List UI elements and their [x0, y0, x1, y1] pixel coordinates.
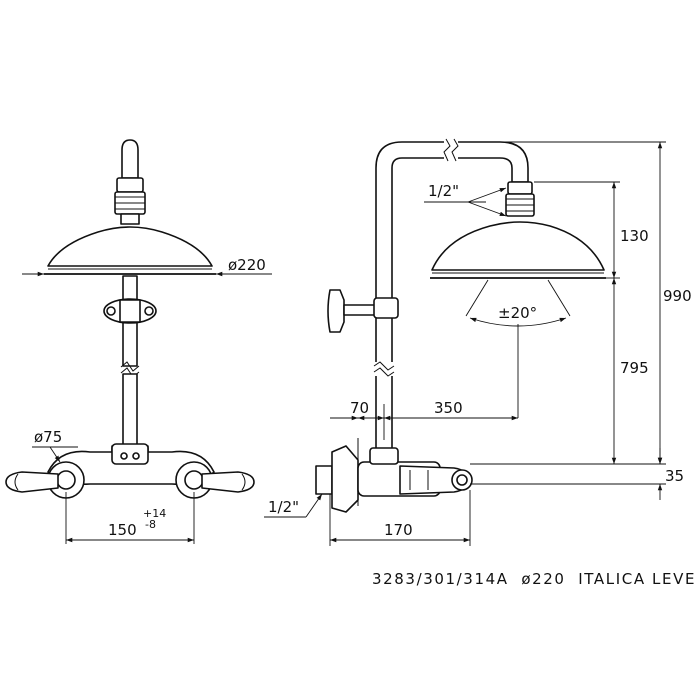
- side-mixer-shroud: [331, 445, 359, 513]
- side-diverter-collar: [369, 447, 399, 465]
- side-slide-clamp: [373, 297, 399, 319]
- side-arm-break: [443, 138, 451, 162]
- front-diverter: [111, 443, 149, 465]
- dim-mixer-height-label: 35: [665, 467, 684, 485]
- dim-centres-tol-lower: -8: [145, 518, 156, 531]
- front-riser-lower: [122, 373, 138, 451]
- side-riser-break: [373, 361, 395, 371]
- side-wall-bracket: [327, 289, 345, 333]
- front-view: [5, 139, 255, 499]
- side-dimensions: 1/2" 130 795 990 35 ±20° 70 350: [264, 141, 692, 546]
- dim-mixer-depth-label: 170: [384, 521, 413, 539]
- thread-bottom-label: 1/2": [268, 498, 299, 516]
- front-neck: [120, 213, 140, 225]
- right-lever-handle: [201, 471, 255, 493]
- dim-head-height-label: 130: [620, 227, 649, 245]
- left-lever-handle: [5, 471, 59, 493]
- side-shower-head: [431, 221, 605, 271]
- tilt-angle-label: ±20°: [498, 304, 537, 322]
- front-dimensions: ø220 ø75 150 +14 -8: [22, 256, 272, 544]
- dim-rod-height-label: 795: [620, 359, 649, 377]
- side-wall-plate: [315, 465, 333, 495]
- dim-centres-tol-upper: +14: [143, 507, 166, 520]
- side-view: [315, 138, 606, 513]
- front-arm-tip: [121, 139, 139, 179]
- dim-centres-label: 150: [108, 521, 137, 539]
- product-caption: 3283/301/314A ø220 ITALICA LEVE: [372, 570, 696, 588]
- dim-head-diameter-label: ø220: [228, 256, 266, 274]
- front-shower-head: [47, 226, 213, 267]
- dim-wall-to-rod-label: 70: [350, 399, 369, 417]
- thread-top-label: 1/2": [428, 182, 459, 200]
- front-riser-break: [120, 361, 140, 372]
- dim-flange-diameter-label: ø75: [34, 428, 62, 446]
- side-head-collar: [507, 181, 533, 195]
- front-arm-collar: [116, 177, 144, 193]
- dim-rod-to-head-label: 350: [434, 399, 463, 417]
- dim-total-height-label: 990: [663, 287, 692, 305]
